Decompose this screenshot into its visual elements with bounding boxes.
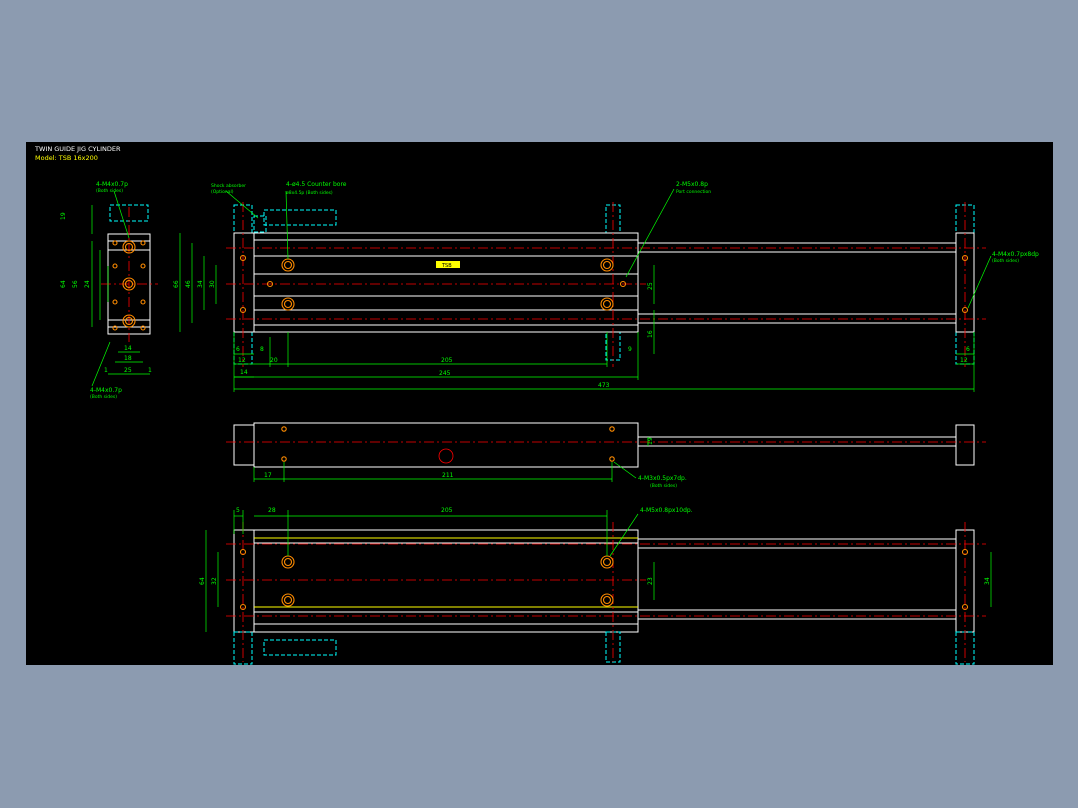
top-dim-12-right: 12 (960, 357, 968, 364)
bottom-dim-34: 34 (984, 577, 991, 585)
bottom-dim-32: 32 (211, 577, 218, 585)
end-plate-callout-sub: (Both sides) (992, 258, 1019, 264)
top-dim-8: 8 (260, 346, 264, 353)
side-top-callout-sub: (Both sides) (96, 188, 123, 194)
top-dim-205: 205 (441, 357, 453, 364)
bottom-dim-23: 23 (647, 577, 654, 585)
shock-absorber-callout-sub: (Optional) (211, 189, 234, 195)
side-bottom-callout-sub: (Both sides) (90, 394, 117, 400)
bottom-dim-5: 5 (236, 507, 240, 514)
top-dim-12: 12 (238, 357, 246, 364)
side-dim-56: 56 (72, 280, 79, 288)
top-dim-66: 66 (173, 280, 180, 288)
top-dim-9: 9 (628, 346, 632, 353)
side-top-callout: 4-M4x0.7p (96, 181, 128, 188)
side-dim-1-right: 1 (148, 367, 152, 374)
shock-absorber-callout: Shock absorber (211, 183, 246, 189)
side-view: 4-M4x0.7p (Both sides) 4-M4x0.7p (Both s… (60, 181, 158, 400)
middle-dim-19: 19 (647, 437, 654, 445)
side-dim-1-left: 1 (104, 367, 108, 374)
top-dim-473: 473 (598, 382, 610, 389)
technical-drawing: TWIN GUIDE JIG CYLINDER Model: TSB 16x20… (34, 145, 1039, 665)
top-dim-6: 6 (236, 346, 240, 353)
side-dim-25: 25 (124, 367, 132, 374)
bottom-thread-callout: 4-M5x0.8px10dp. (640, 507, 693, 514)
drawing-title: TWIN GUIDE JIG CYLINDER (34, 145, 121, 153)
top-view: TSB (173, 181, 1039, 392)
port-callout-sub: Port connection (676, 189, 711, 195)
top-dim-6-right: 6 (966, 346, 970, 353)
bottom-view: 5 28 205 64 32 23 34 4-M5x0.8px10dp. (199, 507, 992, 665)
side-dim-24: 24 (84, 280, 91, 288)
top-dim-20: 20 (270, 357, 278, 364)
side-dim-18: 18 (124, 355, 132, 362)
top-dim-245: 245 (439, 370, 451, 377)
middle-thread-callout-sub: (Both sides) (650, 483, 677, 489)
counter-bore-callout: 4-ø4.5 Counter bore (286, 181, 347, 188)
top-dim-14: 14 (240, 369, 248, 376)
top-dim-30: 30 (209, 280, 216, 288)
counter-bore-callout-sub: ø8x4.5p (Both sides) (286, 190, 333, 196)
top-dim-34: 34 (197, 280, 204, 288)
port-callout: 2-M5x0.8p (676, 181, 708, 188)
cad-drawing-canvas: TWIN GUIDE JIG CYLINDER Model: TSB 16x20… (26, 142, 1053, 665)
top-dim-46: 46 (185, 280, 192, 288)
bottom-dim-28: 28 (268, 507, 276, 514)
middle-view: 19 17 211 4-M3x0.5px7dp. (Both sides) (226, 422, 986, 489)
bottom-dim-64: 64 (199, 577, 206, 585)
bottom-dim-205: 205 (441, 507, 453, 514)
middle-thread-callout: 4-M3x0.5px7dp. (638, 475, 687, 482)
brand-label: TSB (441, 263, 452, 269)
top-dim-25: 25 (647, 282, 654, 290)
drawing-model: Model: TSB 16x200 (35, 154, 98, 162)
side-dim-14: 14 (124, 345, 132, 352)
middle-dim-211: 211 (442, 472, 454, 479)
side-bottom-callout: 4-M4x0.7p (90, 387, 122, 394)
side-dim-64: 64 (60, 280, 67, 288)
end-plate-callout: 4-M4x0.7px8dp (992, 251, 1039, 258)
side-dim-19: 19 (60, 212, 67, 220)
middle-dim-17: 17 (264, 472, 272, 479)
top-dim-16: 16 (647, 330, 654, 338)
